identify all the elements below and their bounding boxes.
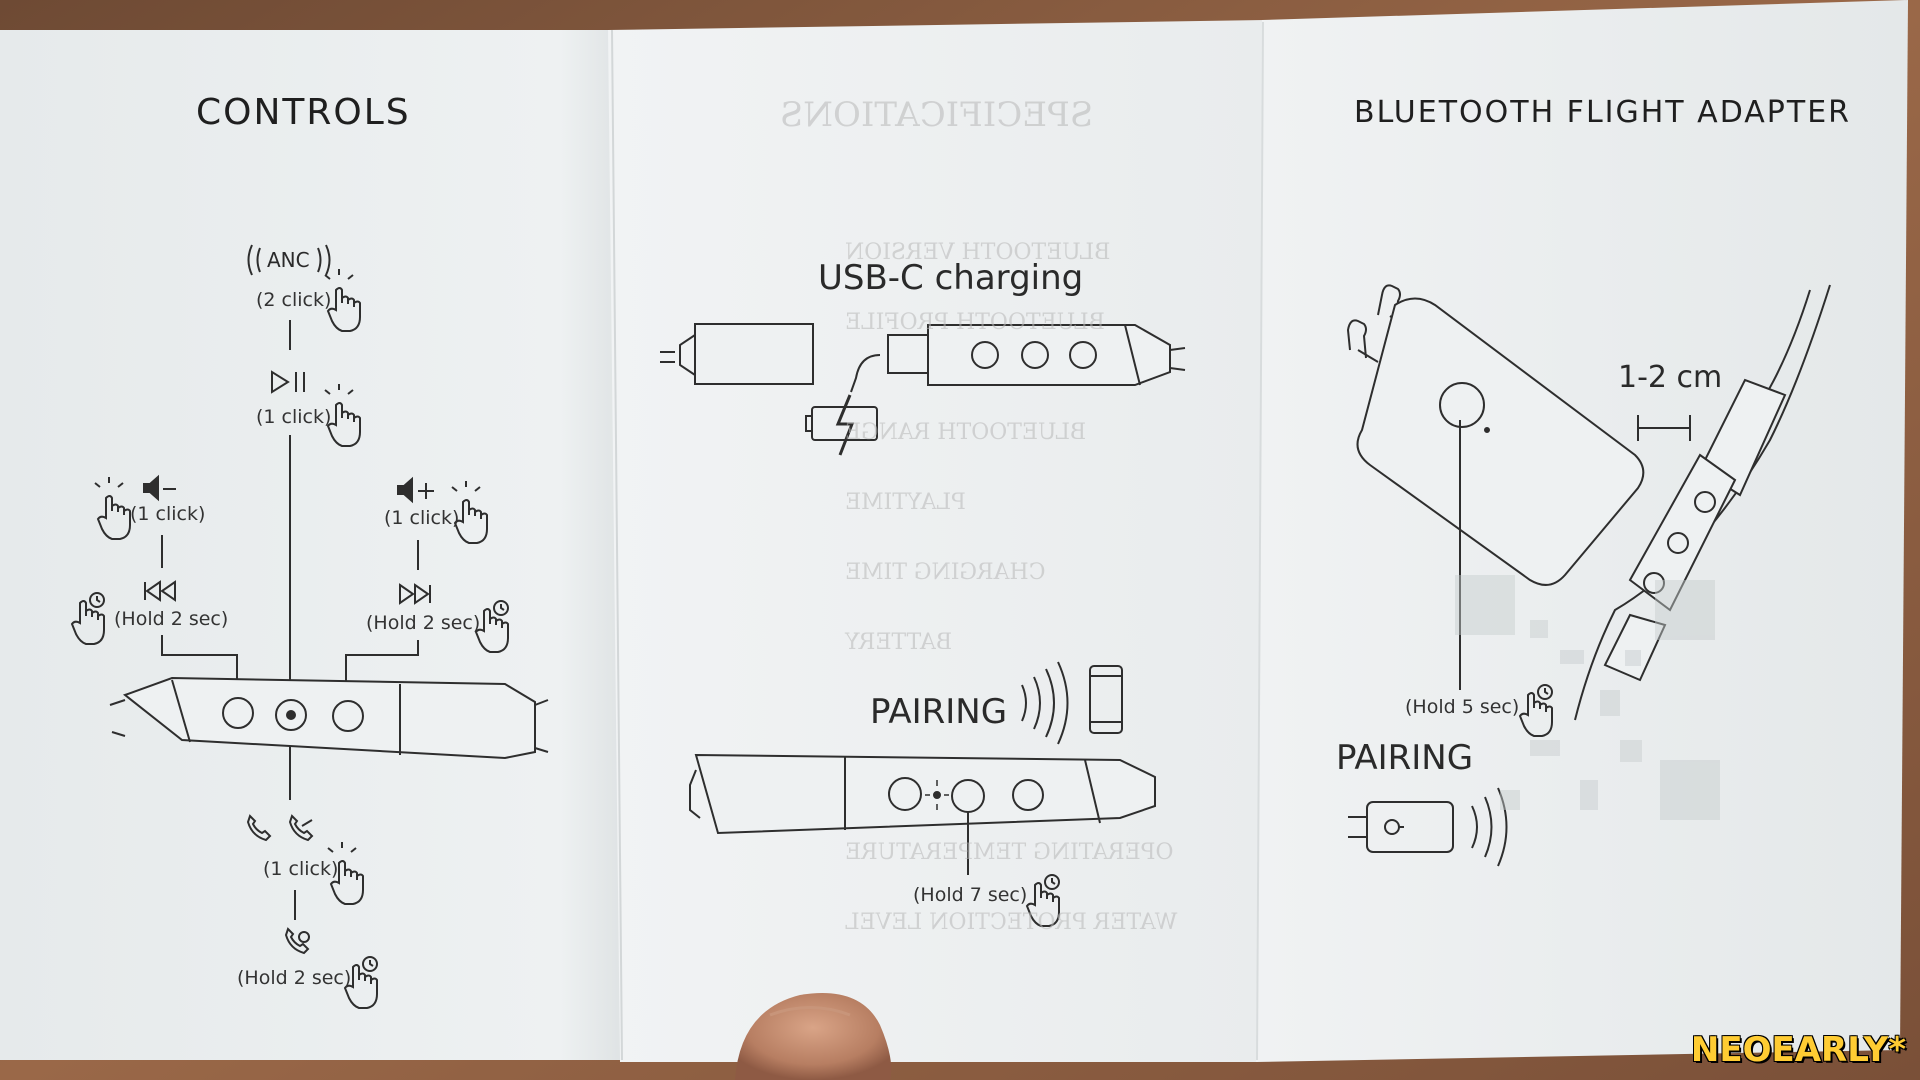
- pairing-label-middle: PAIRING: [870, 692, 1007, 732]
- adapter-hold-label: (Hold 5 sec): [1405, 696, 1519, 718]
- bleed-through-text: CHARGING TIME: [845, 560, 1046, 585]
- next-hold-label: (Hold 2 sec): [366, 612, 480, 634]
- vol-down-click-label: (1 click): [130, 503, 205, 525]
- watermark: NEOEARLY*: [1691, 1030, 1906, 1070]
- flight-adapter-title: BLUETOOTH FLIGHT ADAPTER: [1354, 95, 1851, 130]
- pairing-hold-label: (Hold 7 sec): [913, 884, 1027, 906]
- prev-hold-label: (Hold 2 sec): [114, 608, 228, 630]
- anc-click-label: (2 click): [256, 289, 331, 311]
- bleed-through-text: PLAYTIME: [845, 490, 966, 515]
- vol-up-click-label: (1 click): [384, 507, 459, 529]
- call-hold-label: (Hold 2 sec): [237, 967, 351, 989]
- bleed-through-text: BLUETOOTH PROFILE: [845, 310, 1105, 335]
- bleed-through-text: BATTERY: [845, 630, 952, 655]
- controls-title: CONTROLS: [196, 92, 411, 133]
- distance-label: 1-2 cm: [1618, 360, 1722, 395]
- bleed-through-text: OPERATING TEMPERATURE: [845, 840, 1174, 865]
- pairing-label-right: PAIRING: [1336, 738, 1473, 778]
- anc-label: ANC: [267, 248, 310, 272]
- call-click-label: (1 click): [263, 858, 338, 880]
- usb-c-charging-label: USB-C charging: [818, 258, 1083, 298]
- paper-panel-left: [0, 30, 622, 1060]
- bleed-through-text: BLUETOOTH RANGE: [845, 420, 1086, 445]
- play-click-label: (1 click): [256, 406, 331, 428]
- bleed-through-text: SPECIFICATIONS: [780, 95, 1093, 135]
- bleed-through-text: WATER PROTECTION LEVEL: [845, 910, 1177, 935]
